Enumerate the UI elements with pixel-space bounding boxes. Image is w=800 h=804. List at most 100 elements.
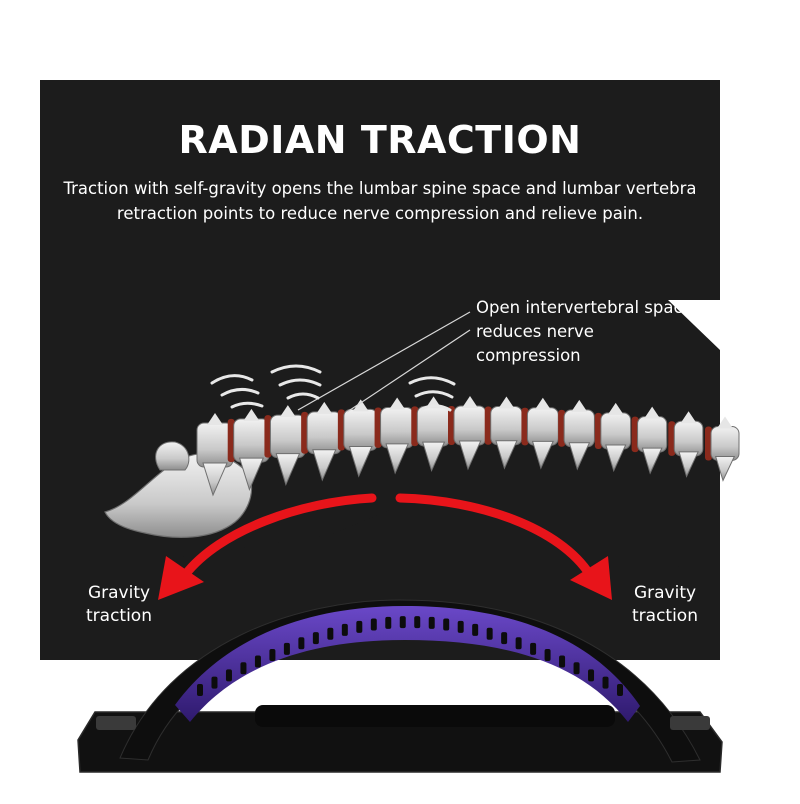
massage-nub xyxy=(515,637,522,650)
vertebra xyxy=(490,405,523,446)
vertebra xyxy=(306,411,342,455)
gravity-label-right: Gravity traction xyxy=(632,583,698,626)
vertebra xyxy=(343,408,379,452)
massage-nub xyxy=(327,627,334,640)
vertebra xyxy=(673,420,704,457)
vertebra xyxy=(563,409,595,448)
vertebra xyxy=(526,407,559,446)
subtitle: Traction with self-gravity opens the lum… xyxy=(63,179,697,223)
vertebra-facet xyxy=(462,396,478,409)
massage-nub xyxy=(602,676,609,689)
vertebra-facet xyxy=(571,399,588,412)
massage-nub xyxy=(544,648,551,661)
massage-nub xyxy=(530,642,537,655)
massage-nub xyxy=(370,618,377,631)
massage-nub xyxy=(385,616,392,629)
intervertebral-disc xyxy=(301,411,309,454)
massage-nub xyxy=(501,632,508,645)
spinous-process xyxy=(605,444,627,473)
background-lower-cut xyxy=(40,510,720,660)
massage-nub xyxy=(283,642,290,655)
spine-illustration xyxy=(104,396,740,538)
spinous-process xyxy=(495,440,518,470)
vertebra xyxy=(453,405,487,446)
intervertebral-disc xyxy=(484,406,492,445)
massage-nub xyxy=(240,662,247,675)
vertebra xyxy=(269,414,306,459)
vertebra-facet xyxy=(279,405,296,418)
intervertebral-disc xyxy=(337,409,345,451)
spinous-process xyxy=(531,440,554,470)
gravity-arrows xyxy=(158,493,612,600)
massage-nub xyxy=(588,669,595,682)
vertebra-facet xyxy=(644,406,661,419)
vertebra xyxy=(380,406,415,449)
spinous-process xyxy=(678,451,699,478)
vertebra-facet xyxy=(316,401,333,414)
vertebra-facet xyxy=(352,399,369,412)
intervertebral-disc xyxy=(227,418,235,463)
massage-nub xyxy=(211,676,218,689)
spinous-process xyxy=(385,443,409,475)
spinous-process xyxy=(202,462,228,497)
vertebra-facet xyxy=(498,396,515,409)
intervertebral-disc xyxy=(594,412,602,450)
gravity-label-left: Gravity traction xyxy=(86,583,152,626)
vertebra xyxy=(637,416,668,453)
vertebra xyxy=(416,405,451,447)
massage-nub xyxy=(457,620,464,633)
vertebra-facet xyxy=(389,397,406,410)
gravity-arrowhead-left xyxy=(158,556,204,600)
vertebra-facet xyxy=(717,416,733,429)
spinous-process xyxy=(568,442,591,471)
massage-nub xyxy=(472,623,479,636)
gravity-arrow-left xyxy=(180,493,377,580)
intervertebral-disc xyxy=(558,409,566,447)
intervertebral-disc xyxy=(631,416,639,453)
spinous-process xyxy=(458,440,482,471)
stretcher-purple-pad xyxy=(175,606,640,722)
massage-nub xyxy=(356,620,363,633)
massage-nub xyxy=(341,623,348,636)
massage-nub xyxy=(617,684,623,696)
spinous-process xyxy=(641,447,663,475)
spinous-process xyxy=(275,453,301,486)
vertebra-facet xyxy=(243,408,260,421)
vertebra xyxy=(233,418,270,463)
spinous-process xyxy=(238,457,265,491)
spinous-process xyxy=(348,446,373,478)
massage-nub xyxy=(197,684,203,696)
vertebra xyxy=(600,412,632,450)
intervertebral-disc xyxy=(705,426,712,461)
vertebra-facet xyxy=(680,411,697,424)
intervertebral-disc xyxy=(264,415,272,458)
massage-nub xyxy=(312,632,319,645)
massage-nub xyxy=(399,616,406,629)
vertebra-facet xyxy=(207,413,223,426)
stretcher-massage-nubs xyxy=(197,616,623,696)
spinous-process xyxy=(714,456,736,482)
intervertebral-disc xyxy=(668,421,676,456)
intervertebral-disc xyxy=(521,407,529,446)
massage-nub xyxy=(559,655,566,668)
spinous-process xyxy=(312,449,337,482)
vertebra-facet xyxy=(534,397,551,410)
callout-text: Open intervertebral space reduces nerve … xyxy=(476,298,693,365)
callout-pointer-lines xyxy=(297,311,471,413)
massage-nub xyxy=(414,616,421,629)
back-stretcher-device xyxy=(77,599,723,773)
gravity-arrow-right xyxy=(395,493,595,580)
massage-nub xyxy=(269,648,276,661)
massage-nub xyxy=(443,618,450,631)
stretch-wave-marks xyxy=(210,364,456,412)
spinous-process xyxy=(422,441,446,473)
massage-nub xyxy=(486,627,493,640)
vertebra-facet xyxy=(607,402,624,415)
massage-nub xyxy=(428,616,435,629)
vertebra xyxy=(710,426,740,462)
intervertebral-disc xyxy=(374,407,382,448)
intervertebral-disc xyxy=(411,406,419,447)
vertebra xyxy=(196,422,234,468)
massage-nub xyxy=(225,669,232,682)
